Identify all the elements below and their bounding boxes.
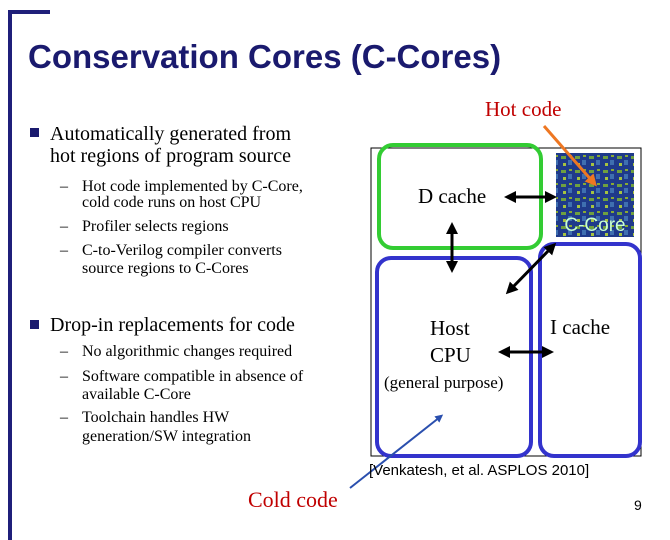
- bullet-2-line-1: Drop-in replacements for code: [50, 314, 295, 336]
- c-core-chip-image: [556, 153, 634, 237]
- slide-corner-vertical-bar: [8, 10, 12, 540]
- sub-bullet-2-1-line-1: No algorithmic changes required: [82, 343, 293, 360]
- dash-marker: –: [60, 242, 68, 259]
- sub-bullet-2-2-line-1: Software compatible in absence of: [82, 368, 304, 385]
- sub-bullet-1-3-line-1: C-to-Verilog compiler converts: [82, 242, 282, 259]
- sub-bullet-2-3-line-1: Toolchain handles HW: [82, 409, 230, 426]
- general-purpose-label: (general purpose): [384, 373, 504, 392]
- page-number: 9: [634, 497, 642, 513]
- dash-marker: –: [60, 409, 68, 426]
- citation: [Venkatesh, et al. ASPLOS 2010]: [369, 462, 590, 479]
- i-cache-box: [538, 242, 642, 458]
- sub-bullet-1-1-line-1: Hot code implemented by C-Core,: [82, 178, 303, 195]
- slide-corner-horizontal-bar: [8, 10, 50, 14]
- i-cache-label: I cache: [550, 315, 611, 339]
- dash-marker: –: [60, 343, 68, 360]
- sub-bullet-2-3-line-2: generation/SW integration: [82, 428, 251, 445]
- bullet-1-line-2: hot regions of program source: [50, 145, 292, 167]
- host-cpu-label-line-2: CPU: [430, 343, 471, 367]
- sub-bullet-1-1-line-2: cold code runs on host CPU: [82, 194, 262, 211]
- host-cpu-label-line-1: Host: [430, 316, 470, 340]
- d-cache-label: D cache: [418, 184, 487, 208]
- bullet-marker-2: [30, 320, 39, 329]
- c-core-label: C-Core: [564, 215, 625, 236]
- bullet-1-line-1: Automatically generated from: [50, 123, 292, 145]
- cold-code-label: Cold code: [248, 487, 338, 512]
- sub-bullet-2-2-line-2: available C-Core: [82, 386, 191, 403]
- cold-code-arrow: [349, 414, 444, 489]
- dash-marker: –: [60, 218, 68, 235]
- dash-marker: –: [60, 178, 68, 195]
- bullet-marker-1: [30, 128, 39, 137]
- cpu-to-c-core-arrow: [505, 242, 557, 295]
- slide-title: Conservation Cores (C-Cores): [28, 38, 502, 75]
- sub-bullet-1-2-line-1: Profiler selects regions: [82, 218, 229, 235]
- hot-code-label: Hot code: [485, 97, 562, 121]
- sub-bullet-1-3-line-2: source regions to C-Cores: [82, 260, 249, 277]
- dash-marker: –: [60, 368, 68, 385]
- hot-code-arrow: [542, 125, 597, 187]
